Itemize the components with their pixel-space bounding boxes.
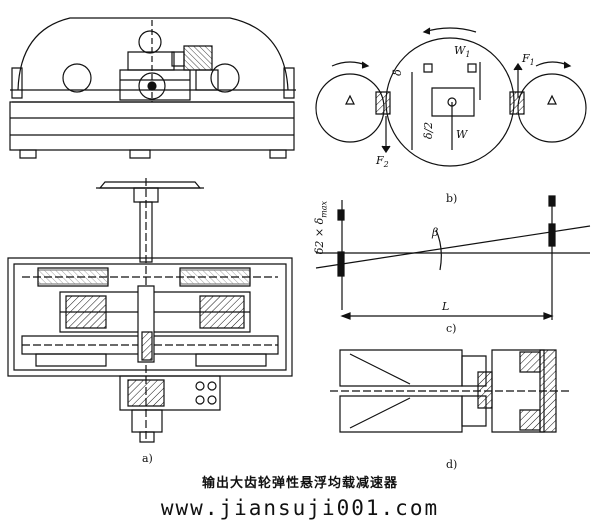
- panel-d-label: d): [446, 458, 458, 471]
- housing-base: [10, 102, 294, 150]
- right-bearing-circle: [211, 64, 239, 92]
- figure-caption: 输出大齿轮弹性悬浮均载减速器: [201, 476, 398, 491]
- panel-a-shaft: [96, 178, 204, 440]
- large-gear-circle: [386, 38, 514, 166]
- panel-a-elevation: [10, 18, 296, 158]
- upper-gear-section: [340, 350, 462, 386]
- panel-a-label: a): [142, 452, 153, 465]
- beta-label: β: [432, 226, 439, 239]
- panel-c-label: c): [446, 322, 457, 335]
- panel-d-section: [330, 350, 570, 432]
- housing-dome: [18, 18, 288, 90]
- panel-c-alignment: [316, 196, 590, 320]
- panel-a-plan: [8, 258, 292, 376]
- panel-b-schematic: [316, 28, 586, 166]
- watermark: www.jiansuji001.com: [160, 496, 440, 520]
- panel-b-label: b): [446, 192, 458, 205]
- output-gear-circle: [139, 73, 165, 99]
- w-label: W: [456, 128, 468, 141]
- length-label: L: [442, 300, 450, 313]
- left-pinion-circle: [316, 74, 384, 142]
- f1-label: F1: [522, 52, 535, 68]
- right-pinion-circle: [518, 74, 586, 142]
- delta-label: δ: [390, 69, 404, 76]
- f2-label: F2: [376, 154, 389, 170]
- panel-a-lower-box: [120, 376, 220, 442]
- tilted-axis-line: [316, 226, 590, 268]
- left-bearing-circle: [63, 64, 91, 92]
- dimension-label: δ2 × δmax: [313, 200, 329, 255]
- w1-label: W1: [454, 44, 471, 60]
- delta-half-label: δ/2: [422, 121, 436, 140]
